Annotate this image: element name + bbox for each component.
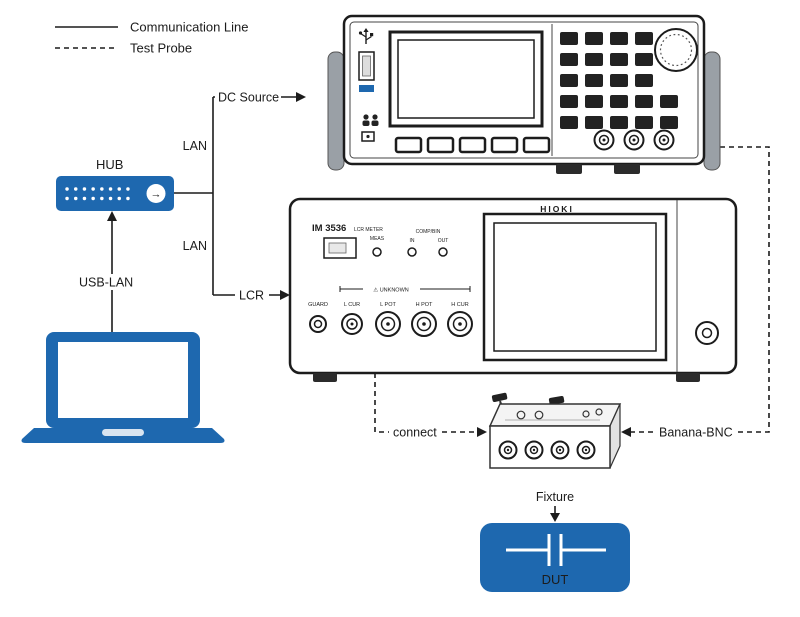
laptop — [21, 332, 225, 443]
laptop-screen — [58, 342, 188, 418]
legend-test-probe-label: Test Probe — [130, 41, 192, 56]
hub-body — [56, 176, 174, 211]
guard-terminal-label: GUARD — [308, 302, 328, 308]
output-terminals[interactable] — [593, 129, 675, 151]
label-mask — [76, 274, 134, 290]
banana-bnc-probe-path — [631, 146, 770, 433]
lcr-screen-inner — [493, 222, 657, 352]
fixture-device — [488, 392, 622, 469]
dc-source-screen-inner — [397, 39, 535, 119]
lcr-meter-device: HIOKI IM 3536 LCR METER MEAS COMP/BIN IN… — [288, 197, 738, 382]
label-mask — [235, 287, 269, 303]
arrowhead-to-lcr — [280, 290, 290, 300]
front-panel-bezel — [349, 21, 699, 159]
hub-label: HUB — [96, 157, 123, 172]
foot — [556, 164, 582, 174]
right-handle — [703, 51, 721, 171]
fixture-label: Fixture — [536, 490, 574, 504]
lcur-terminal-label: L CUR — [344, 302, 360, 308]
rotary-knob[interactable] — [654, 28, 698, 72]
dut-box: DUT — [480, 523, 630, 592]
foot — [614, 164, 640, 174]
dut-body — [480, 523, 630, 592]
in-led-label: IN — [410, 238, 415, 244]
terminal-labels: GUARD L CUR L POT H POT H CUR — [308, 302, 469, 308]
arrowhead-to-fixture-right — [621, 427, 631, 437]
dc-source-device — [327, 14, 721, 174]
arrowhead-to-dut — [550, 513, 560, 522]
label-mask — [389, 424, 441, 440]
hub-uplink-badge — [146, 184, 166, 203]
fixture-bnc-connectors[interactable] — [498, 440, 596, 460]
communication-lines — [107, 92, 306, 332]
legend-communication-line-label: Communication Line — [130, 20, 249, 35]
usb-port-slot — [362, 55, 371, 77]
fixture-top-details — [505, 408, 603, 421]
label-mask — [655, 424, 737, 440]
usb-port-slot — [328, 242, 347, 254]
out-led-label: OUT — [438, 238, 449, 244]
arrowhead-to-dc-source — [296, 92, 306, 102]
test-probe-lines — [374, 146, 770, 437]
hcur-terminal-label: H CUR — [451, 302, 468, 308]
laptop-touchpad-notch — [102, 429, 144, 436]
connect-probe-path — [374, 373, 477, 433]
capacitor-symbol-icon — [506, 534, 606, 566]
brand-label: HIOKI — [540, 204, 574, 214]
banana-bnc-label: Banana-BNC — [659, 426, 733, 440]
model-label: IM 3536 — [312, 223, 346, 234]
hub: HUB → — [56, 157, 174, 211]
dc-source-link-label: DC Source — [218, 91, 279, 105]
unknown-label: ⚠ UNKNOWN — [373, 287, 409, 294]
soft-key-row[interactable] — [394, 136, 551, 154]
lpot-terminal-label: L POT — [380, 302, 396, 308]
panel-indicator-icons — [361, 114, 379, 142]
foot — [313, 373, 337, 382]
in-led — [407, 247, 417, 257]
hpot-terminal-label: H POT — [416, 302, 433, 308]
measurement-terminals[interactable] — [309, 311, 473, 337]
hub-arrow-icon: → — [151, 189, 162, 201]
comp-bin-label: COMP/BIN — [416, 229, 441, 235]
arrowhead-to-hub — [107, 211, 117, 221]
model-type-label: LCR METER — [354, 227, 383, 233]
meas-led-label: MEAS — [370, 236, 385, 242]
legend: Communication Line Test Probe — [55, 20, 249, 56]
unknown-bracket: ⚠ UNKNOWN — [339, 286, 471, 294]
indicator-leds: MEAS COMP/BIN IN OUT — [370, 229, 449, 257]
lcr-link-label: LCR — [239, 289, 264, 303]
power-button[interactable] — [695, 321, 719, 345]
lan-bottom-label: LAN — [183, 239, 207, 253]
usb-lan-label: USB-LAN — [79, 276, 133, 290]
out-led — [438, 247, 448, 257]
foot — [676, 373, 700, 382]
label-mask — [215, 89, 281, 105]
arrowhead-to-fixture-left — [477, 427, 487, 437]
dut-label: DUT — [542, 572, 569, 587]
lan-top-label: LAN — [183, 139, 207, 153]
meas-led — [372, 247, 382, 257]
left-handle — [327, 51, 345, 171]
keypad[interactable] — [560, 32, 678, 129]
connect-label: connect — [393, 426, 437, 440]
usb-port-tag — [359, 85, 374, 92]
